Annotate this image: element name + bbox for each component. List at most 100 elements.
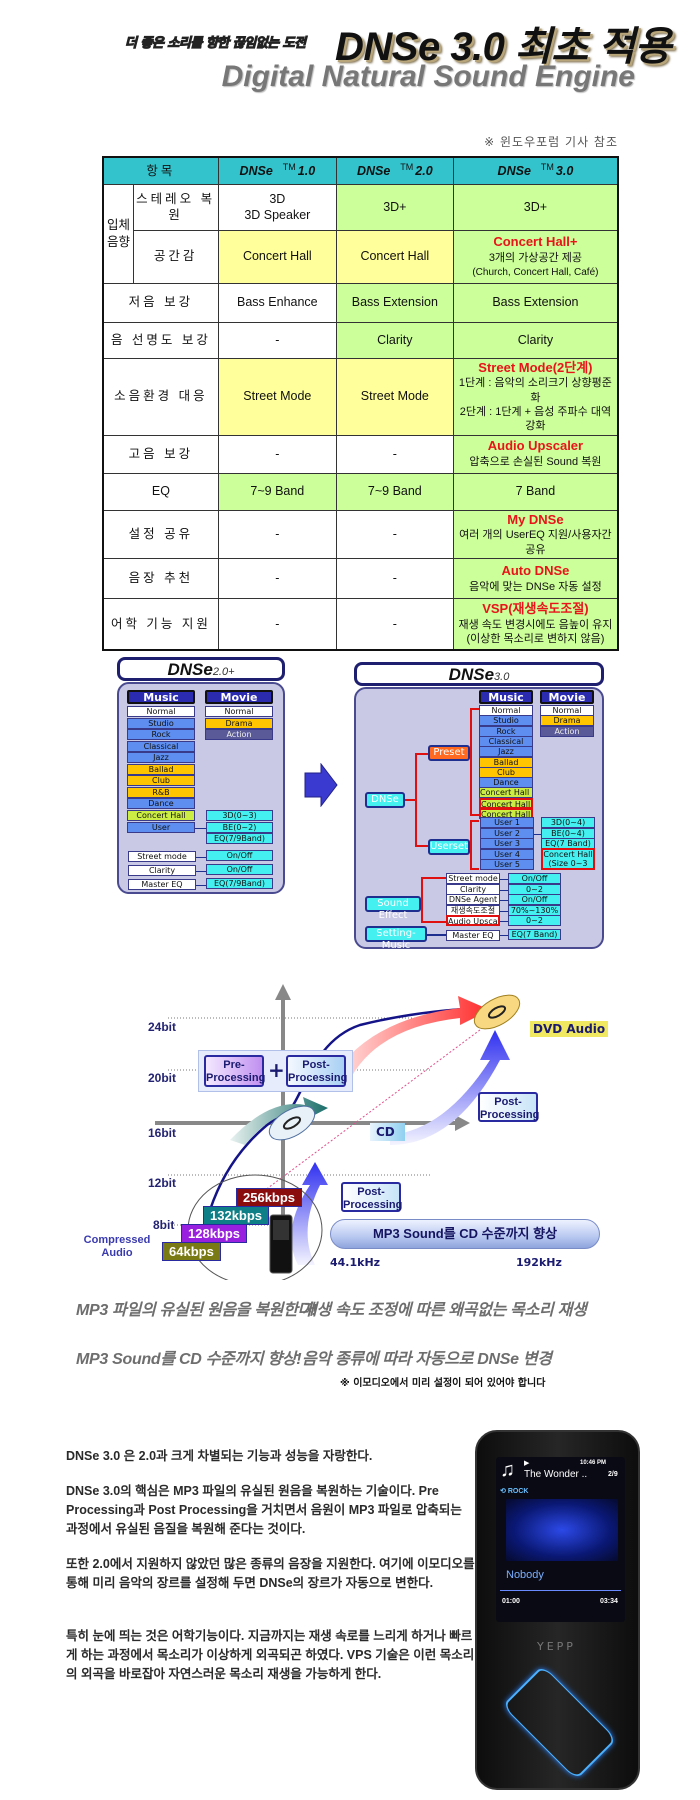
paragraph: DNSe 3.0 은 2.0과 크게 차별되는 기능과 성능을 자랑한다. xyxy=(66,1449,373,1463)
music-preset-3: Classical xyxy=(127,740,195,752)
cell-v1: - xyxy=(217,558,337,600)
brand-logo: YEPP xyxy=(537,1640,576,1653)
row-label: 공간감 xyxy=(132,229,219,284)
row-label: 설정 공유 xyxy=(102,509,219,560)
compressed-audio-label: Compressed Audio xyxy=(83,1234,151,1259)
preset-node: Preset xyxy=(428,745,470,761)
song-title: Nobody xyxy=(506,1569,544,1581)
cell-v3: 7 Band xyxy=(452,472,619,511)
setting-music-node: Setting-Music xyxy=(365,926,427,951)
track-count: 2/9 xyxy=(608,1471,618,1478)
y-label-8bit: 8bit xyxy=(153,1218,175,1232)
bitrate-64: 64kbps xyxy=(162,1242,221,1261)
effect-2: Master EQ xyxy=(128,879,196,890)
cell-v1: Bass Enhance xyxy=(217,282,337,323)
cell-v1: - xyxy=(217,598,337,651)
connector-line xyxy=(195,828,206,829)
clock: 10:46 PM xyxy=(580,1460,607,1466)
master-eq-value: EQ(7 Band) xyxy=(508,929,561,940)
effect-value-2: EQ(7/9Band) xyxy=(206,878,273,889)
music-preset-4: Jazz xyxy=(127,752,195,763)
connector-preset-userset xyxy=(415,753,428,847)
page-title: DNSe 3.0 최초 적용 xyxy=(335,25,671,69)
y-label-24bit: 24bit xyxy=(148,1020,177,1034)
music-note-icon: ♫ xyxy=(500,1459,515,1481)
cell-v2: 7~9 Band xyxy=(335,472,454,511)
music-preset-7: R&B xyxy=(127,786,195,798)
table-row: 어학 기능 지원 - - VSP(재생속도조절)재생 속도 변경시에도 음높이 … xyxy=(102,598,619,651)
blue-arrow-right xyxy=(390,1030,510,1145)
dnse-v3-title: DNSe3.0 xyxy=(354,662,604,686)
play-icon: ▶ xyxy=(524,1460,530,1467)
y-label-20bit: 20bit xyxy=(148,1071,177,1085)
paragraph: 특히 눈에 띄는 것은 어학기능이다. 지금까지는 재생 속로를 느리게 하거나… xyxy=(66,1629,475,1681)
connector-effects xyxy=(421,877,446,923)
effect-value-3: 70%~130% xyxy=(508,904,561,916)
table-row: EQ 7~9 Band 7~9 Band 7 Band xyxy=(102,472,619,511)
x-label-192k: 192kHz xyxy=(516,1256,562,1269)
connector-line xyxy=(500,921,508,922)
bitrate-128: 128kbps xyxy=(181,1224,248,1243)
row-label: 음장 추천 xyxy=(102,558,219,600)
effect-1: Clarity xyxy=(128,865,196,876)
table-row: 소음환경 대응 Street Mode Street Mode Street M… xyxy=(102,357,619,436)
cell-v2: - xyxy=(335,598,454,651)
player-screen: ♫ ▶ 10:46 PM The Wonder .. 2/9 ⟲ ROCK No… xyxy=(496,1457,625,1622)
cell-v1: Street Mode xyxy=(217,357,337,436)
effect-value-0: On/Off xyxy=(508,873,561,884)
connector-setting xyxy=(427,934,446,936)
row-label: EQ xyxy=(102,472,219,511)
right-arrow-icon xyxy=(304,763,338,807)
connector-preset-list xyxy=(470,708,479,816)
music-preset-6: Club xyxy=(127,775,195,786)
x-label-44k: 44.1kHz xyxy=(330,1256,381,1269)
effect-value-0: On/Off xyxy=(206,850,273,861)
music-preset-10: User xyxy=(127,822,195,833)
cell-v1: Concert Hall xyxy=(217,229,337,284)
movie-header: Movie xyxy=(205,690,273,704)
music-header: Music xyxy=(127,690,195,704)
effect-2: DNSe Agent xyxy=(446,894,500,905)
cell-v3: Clarity xyxy=(452,321,619,359)
cell-v2: - xyxy=(335,558,454,600)
connector-line xyxy=(500,910,508,912)
music-preset-9: Concert Hall xyxy=(127,810,195,821)
bitrate-132: 132kbps xyxy=(203,1206,270,1225)
yepp-mp3-player: ♫ ▶ 10:46 PM The Wonder .. 2/9 ⟲ ROCK No… xyxy=(475,1430,640,1790)
effect-3: 재생속도조절 xyxy=(446,904,500,916)
user-option-1: BE(0~2) xyxy=(206,821,273,833)
dnse-v2-title: DNSe2.0+ xyxy=(117,657,285,681)
dvd-disc-icon xyxy=(473,994,521,1030)
music-header: Music xyxy=(479,690,533,704)
connector-userset-list xyxy=(470,820,479,870)
mp3-cd-banner: MP3 Sound를 CD 수준까지 향상 xyxy=(330,1219,600,1249)
connector-root xyxy=(405,799,417,801)
user-4: User 5 xyxy=(480,859,534,870)
cell-v3: Bass Extension xyxy=(452,282,619,323)
connector-line xyxy=(534,834,541,835)
connector-line xyxy=(500,889,508,891)
paragraph: 또한 2.0에서 지원하지 않았던 많은 종류의 음장을 지원한다. 여기에 이… xyxy=(66,1557,475,1590)
music-preset-1: Studio xyxy=(127,717,195,729)
cell-v3: VSP(재생속도조절)재생 속도 변경시에도 음높이 유지(이상한 목소리로 변… xyxy=(452,598,619,651)
equalizer-visual xyxy=(506,1499,618,1561)
cell-v1: 7~9 Band xyxy=(217,472,337,511)
cell-v2: Street Mode xyxy=(335,357,454,436)
music-preset-5: Ballad xyxy=(127,763,195,775)
music-preset-0: Normal xyxy=(127,706,195,717)
genre-label: ⟲ ROCK xyxy=(500,1488,529,1495)
table-row: 입체 음향 스테레오 복원 3D 3D Speaker 3D+ 3D+ xyxy=(102,183,619,284)
progress-bar xyxy=(500,1590,621,1591)
music-preset-2: Rock xyxy=(127,729,195,740)
bitrate-256: 256kbps xyxy=(236,1188,303,1207)
post-processing-box: Post-Processing xyxy=(286,1055,347,1087)
header-slogan: 더 좋은 소리를 향한 끊임없는 도전 xyxy=(125,36,307,52)
user-3: User 4 xyxy=(480,848,534,860)
movie-preset-1: Drama xyxy=(205,717,273,729)
effect-value-4: 0~2 xyxy=(508,915,561,926)
